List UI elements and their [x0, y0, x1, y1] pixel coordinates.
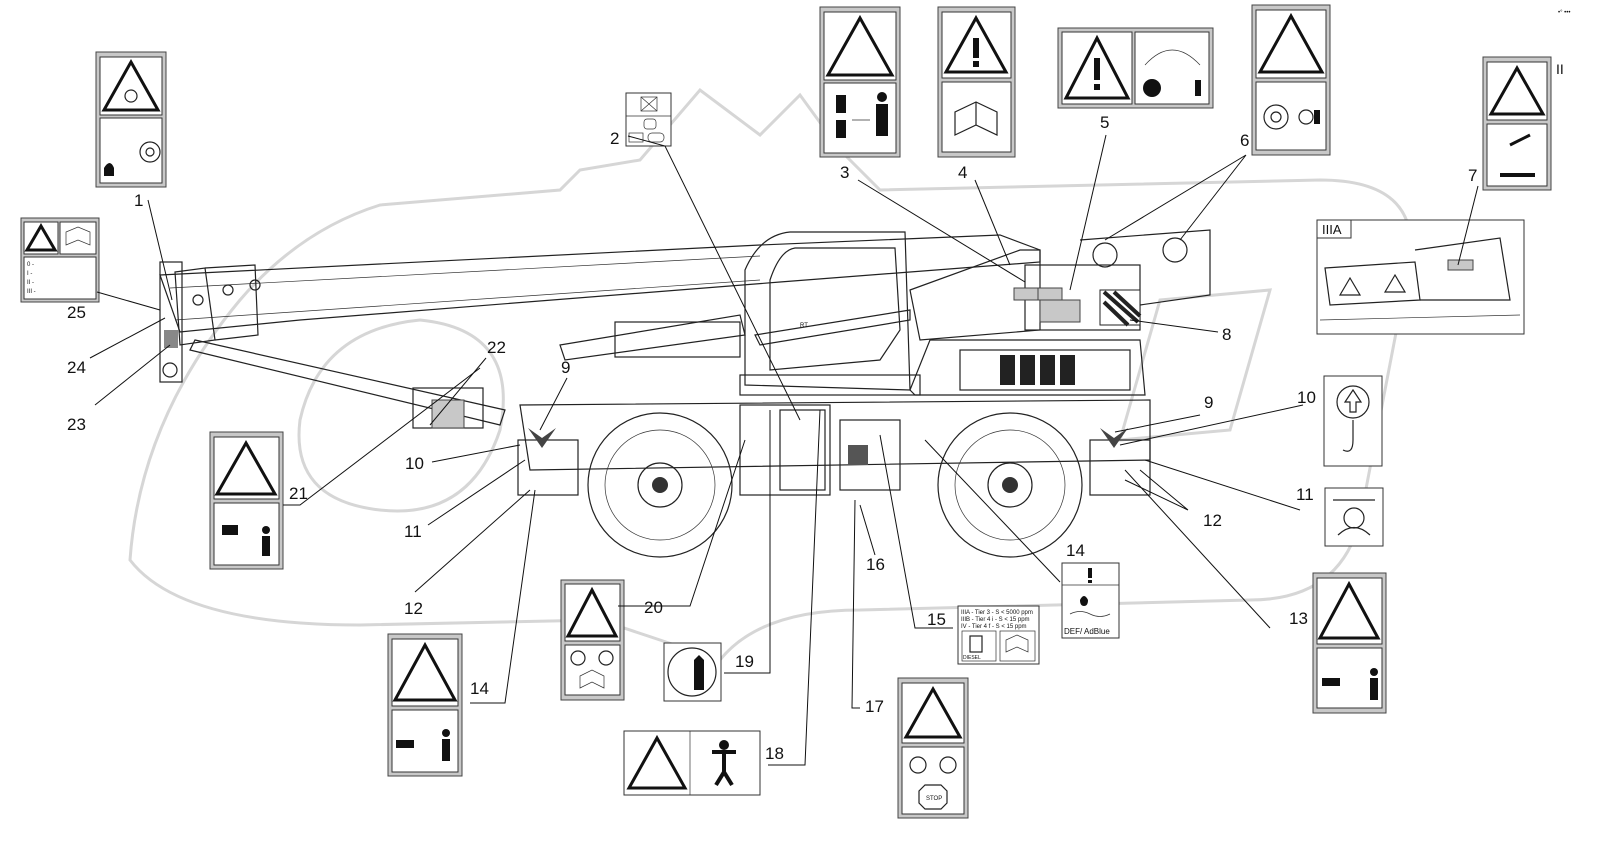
- callout-12-right: 12: [1203, 511, 1222, 530]
- callout-25: 25: [67, 303, 86, 322]
- decal-21-suspended-load: [209, 431, 284, 570]
- callout-14-right: 14: [1066, 541, 1085, 560]
- callout-10-right: 10: [1297, 388, 1316, 407]
- callout-11-left: 11: [404, 522, 422, 541]
- callout-14-left: 14: [470, 679, 489, 698]
- decal-17-refuel: STOP: [897, 677, 969, 819]
- callout-18: 18: [765, 744, 784, 763]
- callout-15: 15: [927, 610, 946, 629]
- callout-13: 13: [1289, 609, 1308, 628]
- decal-25-row-1: I -: [27, 271, 32, 277]
- inset-iiia: IIIA: [1316, 219, 1525, 335]
- corner-mark: •° •••: [1558, 10, 1570, 16]
- decal-15-line3: IV - Tier 4 f - S < 15 ppm: [961, 624, 1027, 630]
- callout-21: 21: [289, 484, 308, 503]
- decal-20-battery-explosion: [560, 579, 625, 701]
- leader-lines: [89, 134, 1479, 766]
- decal-15-fuel: IIIA - Tier 3 - S < 5000 ppm IIIB - Tier…: [957, 605, 1040, 665]
- decal-15-line1: IIIA - Tier 3 - S < 5000 ppm: [961, 610, 1033, 616]
- decal-18-fall-hazard: [623, 730, 761, 796]
- decal-11-tie-down: [1324, 487, 1384, 547]
- inset-label: IIIA: [1322, 222, 1342, 237]
- decal-1-rotating-parts: [95, 51, 167, 188]
- callout-7: 7: [1468, 166, 1477, 185]
- decal-7-hot-surface: [1482, 56, 1552, 191]
- section-mark: II: [1556, 61, 1564, 77]
- decal-5-slewing-zone: [1057, 27, 1214, 109]
- callout-numbers: 1 2 3 4 5 6 7 8 9 9 10 10 11 11 12 12 13…: [67, 113, 1477, 763]
- callout-17: 17: [865, 697, 884, 716]
- callout-19: 19: [735, 652, 754, 671]
- callout-9-left: 9: [561, 358, 570, 377]
- decal-13-outrigger-crush: [1312, 572, 1387, 714]
- decal-25-row-2: II -: [27, 280, 34, 286]
- decal-15-line2: IIIB - Tier 4 i - S < 15 ppm: [961, 617, 1030, 623]
- callout-8: 8: [1222, 325, 1231, 344]
- decal-2-battery: [625, 92, 672, 147]
- callout-22: 22: [487, 338, 506, 357]
- crane-logo: RT: [800, 323, 808, 329]
- decal-14-outrigger-crush: [387, 633, 463, 777]
- decal-10-lifting-point: [1323, 375, 1383, 467]
- decal-6-rotating-drum: [1251, 4, 1331, 156]
- decal-17-stop: STOP: [926, 796, 942, 802]
- callout-16: 16: [866, 555, 885, 574]
- decal-25-row-3: III -: [27, 289, 36, 295]
- callout-4: 4: [958, 163, 967, 182]
- callout-1: 1: [134, 191, 143, 210]
- callout-11-right: 11: [1296, 485, 1314, 504]
- callout-24: 24: [67, 358, 86, 377]
- decal-25-row-0: 0 -: [27, 262, 34, 268]
- decal-14-text: DEF/ AdBlue: [1064, 627, 1110, 636]
- callout-20: 20: [644, 598, 663, 617]
- callout-3: 3: [840, 163, 849, 182]
- decal-15-fuel: DIESEL: [963, 655, 981, 661]
- callout-2: 2: [610, 129, 619, 148]
- decal-25-operating-modes: 0 - I - II - III -: [20, 217, 100, 303]
- callout-9-right: 9: [1204, 393, 1213, 412]
- callout-10-left: 10: [405, 454, 424, 473]
- callout-6: 6: [1240, 131, 1249, 150]
- decal-3-crush-hazard: [819, 6, 901, 158]
- decal-4-read-manual: [937, 6, 1016, 158]
- decal-19-no-hands: [663, 642, 722, 702]
- crane-illustration: RT: [159, 229, 1211, 558]
- callout-5: 5: [1100, 113, 1109, 132]
- callout-12-left: 12: [404, 599, 423, 618]
- decal-14-def-adblue: DEF/ AdBlue: [1061, 562, 1120, 639]
- callout-23: 23: [67, 415, 86, 434]
